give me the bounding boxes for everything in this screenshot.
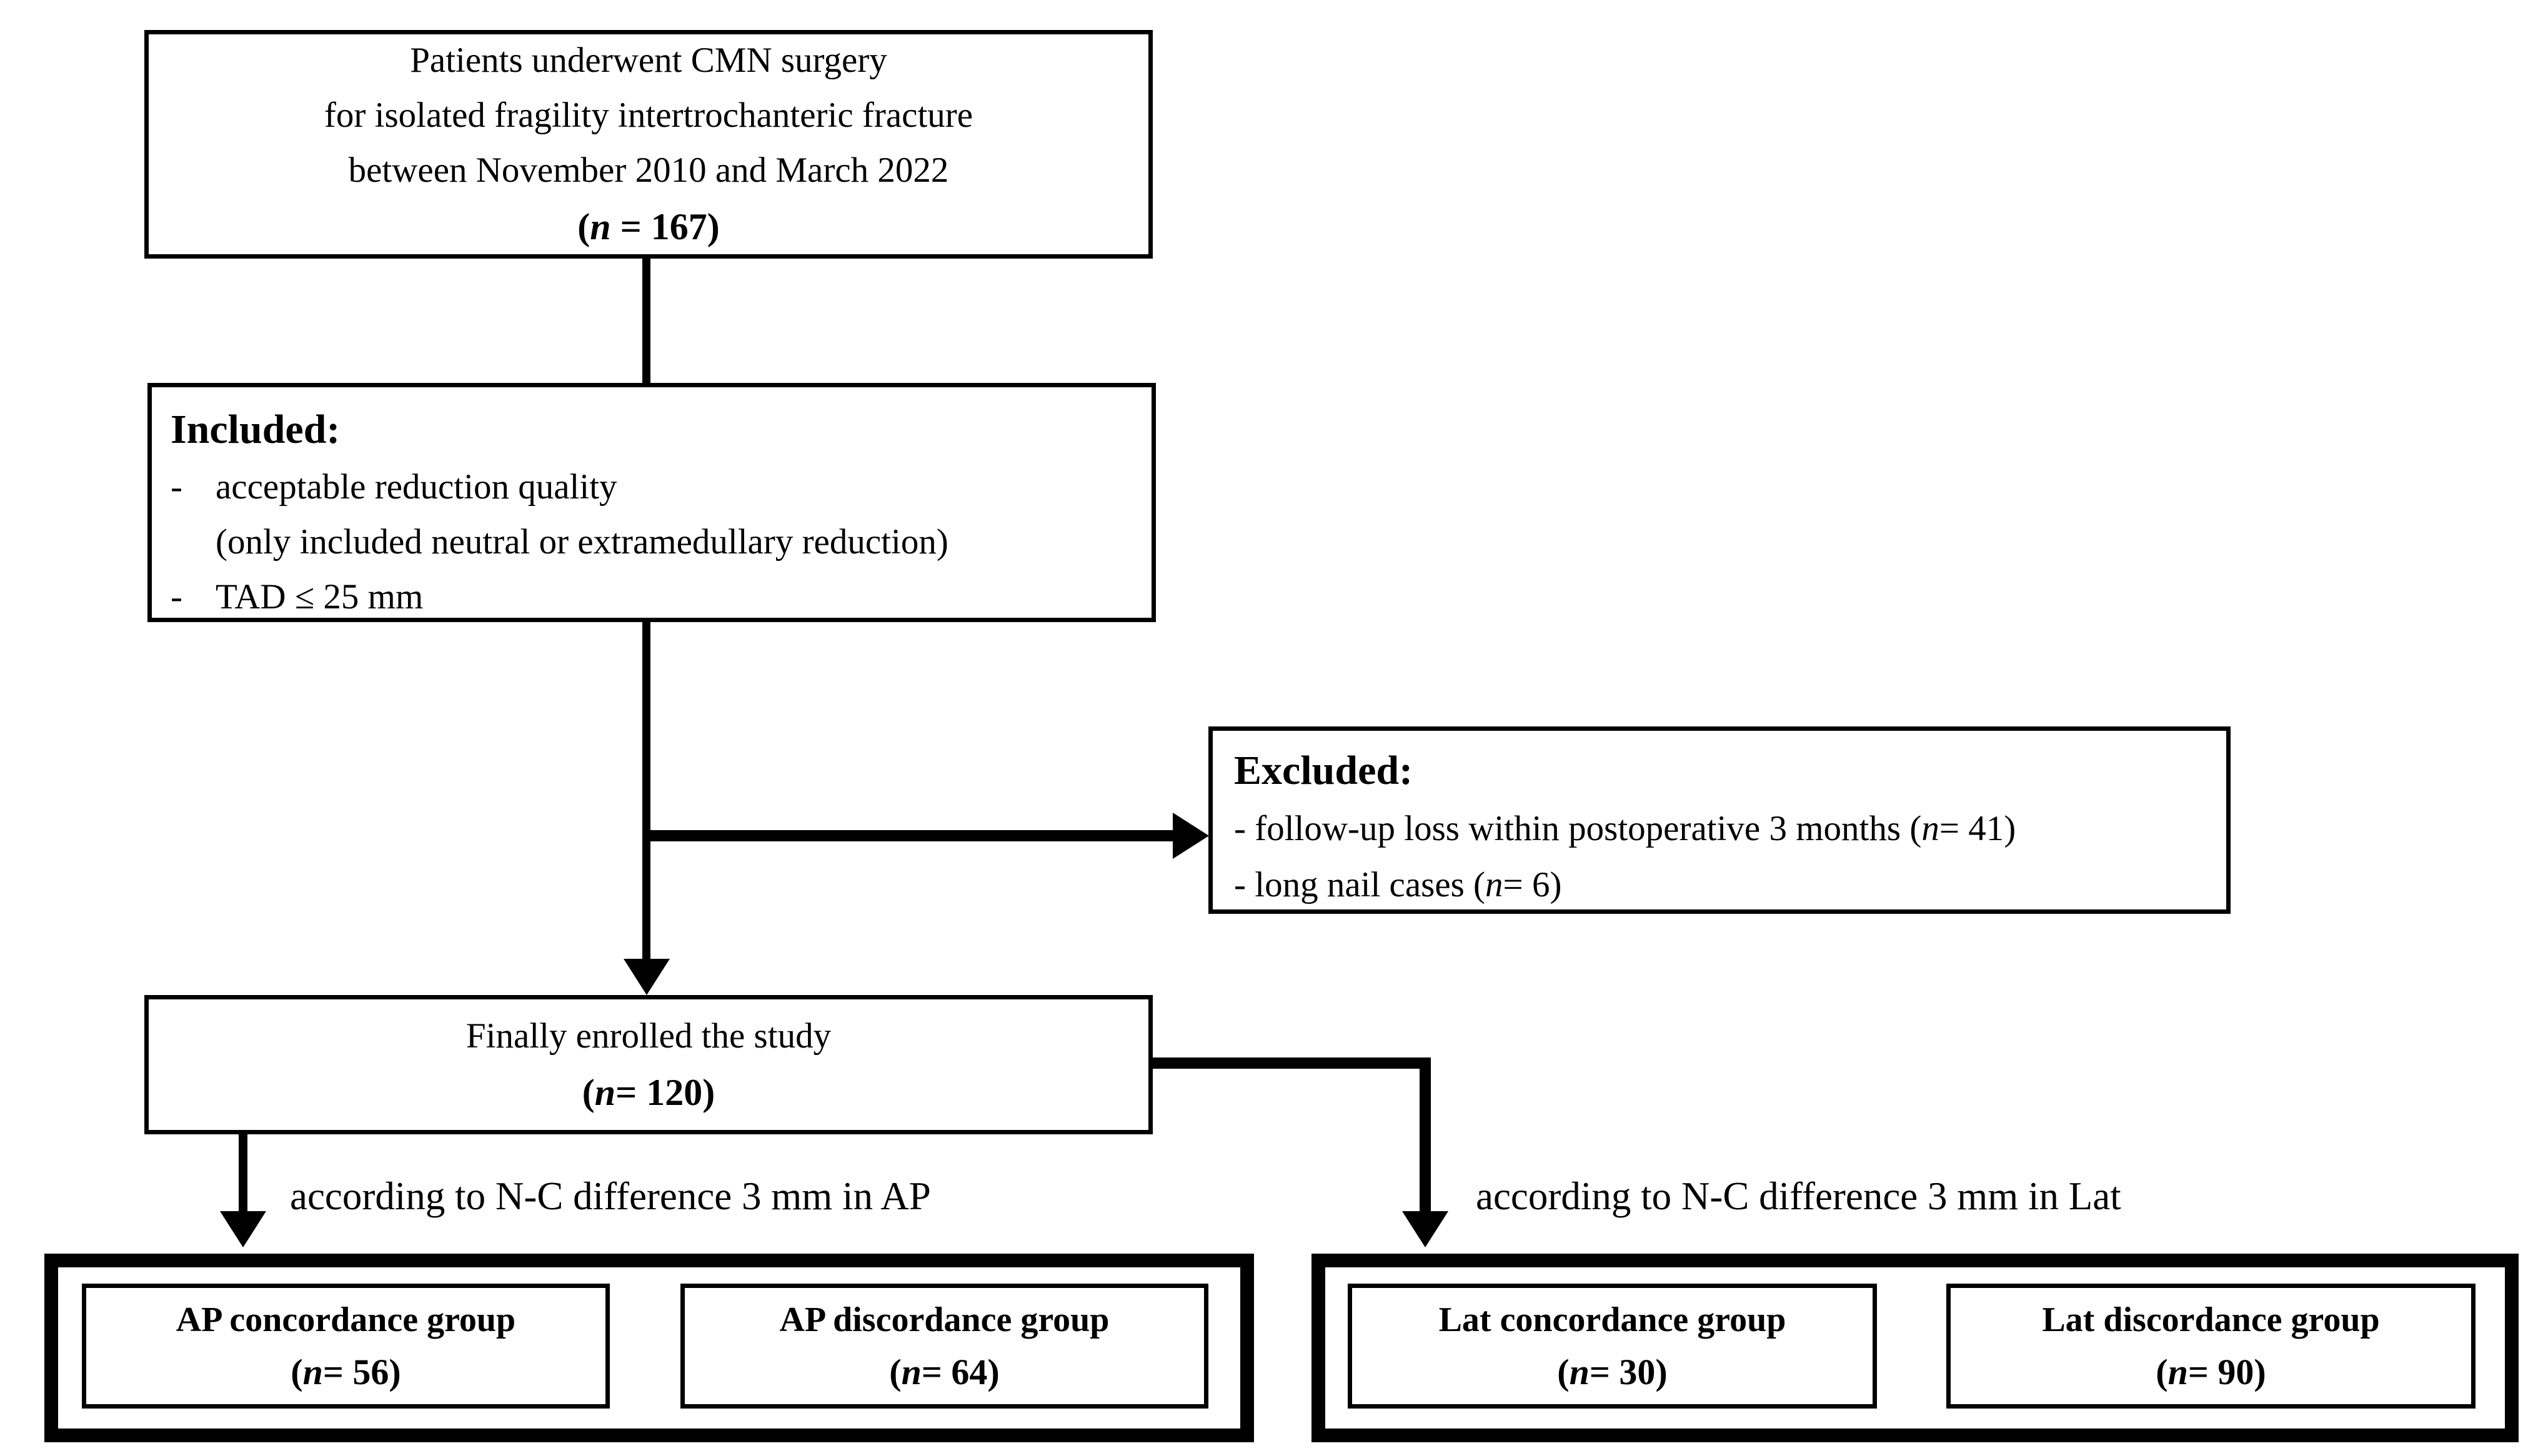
lat-concordance-title: Lat concordance group <box>1438 1300 1786 1339</box>
included-heading: Included: <box>171 407 341 452</box>
arrowhead-down-lat <box>1402 1211 1448 1247</box>
n-symbol: n <box>302 1352 323 1392</box>
enrolled-n-count: (n= 120) <box>582 1071 715 1113</box>
connector-to-excluded <box>646 830 1174 841</box>
branch-label-lat: according to N-C difference 3 mm in Lat <box>1476 1174 2121 1218</box>
connector-enrolled-right <box>1148 1057 1431 1069</box>
patients-box: Patients underwent CMN surgery for isola… <box>144 30 1153 259</box>
included-box: Included: - acceptable reduction quality… <box>147 383 1156 622</box>
patients-line2: for isolated fragility intertrochanteric… <box>324 96 973 135</box>
connector-down-lat <box>1420 1057 1431 1212</box>
arrowhead-right-excluded <box>1173 813 1209 859</box>
arrowhead-down-ap <box>220 1211 266 1247</box>
lat-discordance-n: (n= 90) <box>2156 1352 2266 1392</box>
excluded-box: Excluded: - follow-up loss within postop… <box>1208 726 2231 914</box>
enrolled-box: Finally enrolled the study (n= 120) <box>144 995 1153 1134</box>
arrowhead-down-enrolled <box>624 959 670 995</box>
n-symbol: n <box>2167 1352 2188 1392</box>
excluded-item-1: - follow-up loss within postoperative 3 … <box>1234 809 2016 848</box>
ap-discordance-n: (n= 64) <box>889 1352 1000 1392</box>
n-symbol: n <box>901 1352 922 1392</box>
patients-line1: Patients underwent CMN surgery <box>410 41 887 80</box>
connector-included-to-enrolled <box>642 621 650 961</box>
enrolled-line1: Finally enrolled the study <box>465 1016 832 1056</box>
included-item-2-text: TAD ≤ 25 mm <box>216 577 424 617</box>
excluded-item-2: - long nail cases (n= 6) <box>1234 865 1562 904</box>
n-symbol: n <box>1569 1352 1590 1392</box>
ap-concordance-n: (n= 56) <box>291 1352 401 1392</box>
bullet-dash: - <box>171 467 182 507</box>
included-item-1: - acceptable reduction quality (only inc… <box>171 460 1129 570</box>
patients-line3: between November 2010 and March 2022 <box>348 151 949 190</box>
ap-discordance-box: AP discordance group (n= 64) <box>680 1284 1208 1409</box>
branch-label-ap: according to N-C difference 3 mm in AP <box>290 1174 931 1218</box>
lat-concordance-box: Lat concordance group (n= 30) <box>1348 1284 1877 1409</box>
ap-concordance-box: AP concordance group (n= 56) <box>82 1284 610 1409</box>
ap-concordance-title: AP concordance group <box>176 1300 516 1339</box>
excluded-heading: Excluded: <box>1234 748 1413 793</box>
n-symbol: n <box>1485 865 1503 904</box>
connector-top-to-included <box>642 256 650 386</box>
lat-discordance-title: Lat discordance group <box>2042 1300 2380 1339</box>
n-symbol: n <box>590 206 611 247</box>
lat-concordance-n: (n= 30) <box>1557 1352 1668 1392</box>
bullet-dash: - <box>171 577 182 617</box>
ap-discordance-title: AP discordance group <box>779 1300 1110 1339</box>
included-item-1-text: acceptable reduction quality (only inclu… <box>216 467 948 562</box>
patients-n-count: (n = 167) <box>577 206 720 247</box>
connector-down-ap <box>239 1130 247 1212</box>
n-symbol: n <box>594 1071 616 1113</box>
lat-discordance-box: Lat discordance group (n= 90) <box>1946 1284 2476 1409</box>
included-item-2: - TAD ≤ 25 mm <box>171 570 1129 625</box>
n-symbol: n <box>1921 809 1939 848</box>
